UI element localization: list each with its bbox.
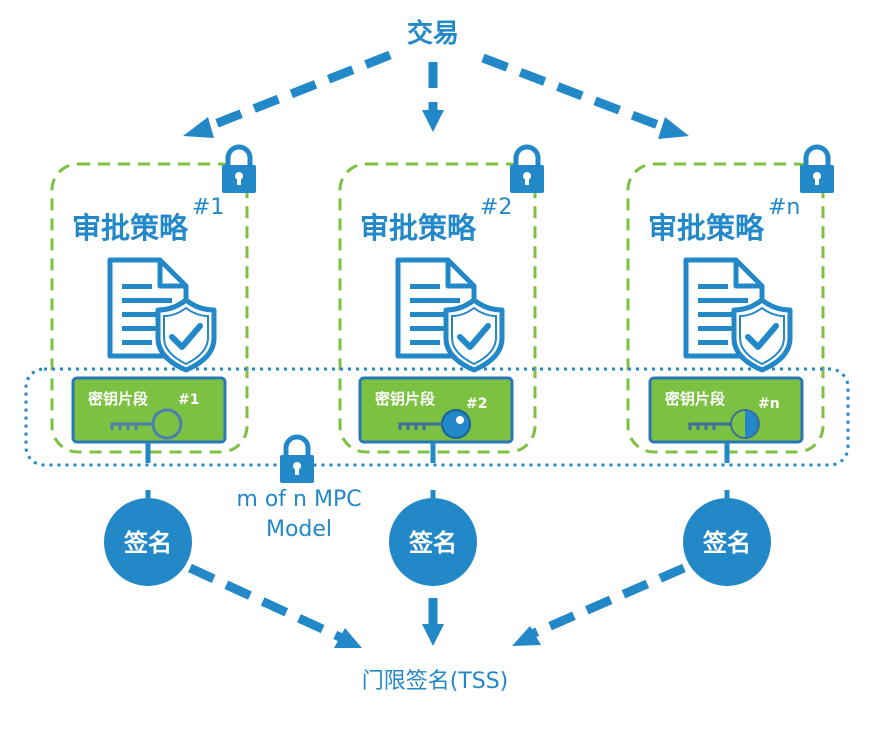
signature-arrows (188, 563, 686, 643)
policy-number-1: #1 (192, 195, 224, 220)
signature-arrowheads (334, 624, 541, 648)
shard-connectors (145, 443, 730, 498)
key-shard-number-2: #2 (466, 396, 487, 412)
mpc-label-line1: m of n MPC (236, 487, 361, 512)
key-icon (110, 408, 183, 440)
lock-icon (800, 147, 834, 193)
policy-number-2: #2 (480, 195, 512, 220)
signature-label-n: 签名 (702, 529, 751, 557)
key-icon (688, 409, 760, 439)
key-shard-1 (71, 376, 227, 444)
policy-number-n: #n (768, 195, 800, 220)
policy-label-1: 审批策略 (72, 211, 189, 245)
key-shard-number-1: #1 (178, 392, 199, 408)
key-shard-label-n: 密钥片段 (665, 390, 725, 408)
transaction-arrows (203, 50, 668, 133)
policy-document-shield-icon (686, 260, 790, 370)
signature-label-2: 签名 (408, 529, 457, 557)
threshold-signature-label: 门限签名(TSS) (362, 669, 509, 694)
signature-node-n (683, 498, 771, 586)
policy-box-2 (338, 162, 537, 454)
lock-icon (222, 147, 256, 193)
key-shard-2 (358, 376, 514, 444)
signature-node-2 (389, 498, 477, 586)
policy-label-n: 审批策略 (648, 211, 765, 245)
signature-node-1 (104, 498, 192, 586)
signature-label-1: 签名 (123, 529, 172, 557)
key-shard-label-2: 密钥片段 (375, 390, 435, 408)
lock-icon (280, 437, 314, 483)
mpc-boundary (24, 367, 850, 467)
policy-document-shield-icon (398, 260, 502, 370)
key-shard-number-n: #n (758, 396, 780, 412)
key-icon (398, 409, 471, 439)
mpc-label-line2: Model (266, 517, 332, 542)
transaction-title: 交易 (407, 18, 459, 49)
transaction-arrowheads (183, 110, 689, 139)
key-shard-label-1: 密钥片段 (88, 390, 148, 408)
lock-icon (510, 147, 544, 193)
policy-document-shield-icon (110, 260, 214, 370)
key-shard-n (648, 376, 804, 444)
policy-label-2: 审批策略 (360, 211, 477, 245)
